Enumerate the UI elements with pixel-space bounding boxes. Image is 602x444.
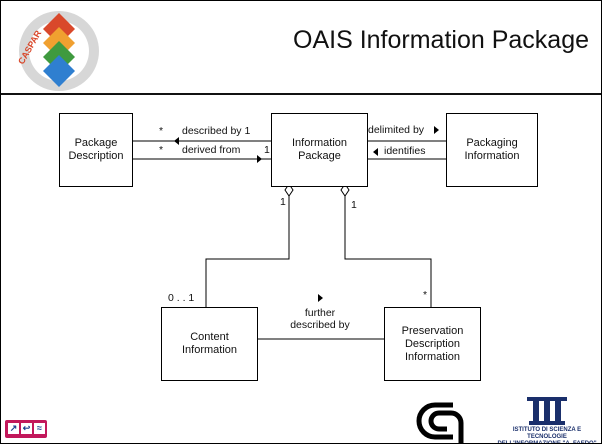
caspar-logo: CASPAR — [16, 11, 99, 91]
arrow-described-by-icon — [174, 137, 179, 145]
derived-from-label: derived from — [182, 144, 241, 156]
isti-logo: ISTITUTO DI SCIENZA E TECNOLOGIE DELL'IN… — [493, 393, 601, 443]
multiplicity-one-right: 1 — [351, 199, 357, 211]
further-described-by-label: further described by — [290, 307, 350, 331]
information-package-box: Information Package — [271, 113, 368, 187]
arrow-delimited-by-icon — [434, 126, 439, 134]
aggregation-diamond-right — [340, 183, 350, 197]
connector-pdi — [344, 196, 432, 307]
header-divider — [1, 93, 601, 95]
badge-glyph-3: ≈ — [34, 423, 45, 434]
package-description-label: Package Description — [68, 137, 124, 162]
information-package-label: Information Package — [291, 137, 348, 162]
preservation-description-information-box: Preservation Description Information — [384, 307, 481, 381]
package-description-box: Package Description — [59, 113, 133, 187]
packaging-information-label: Packaging Information — [464, 137, 520, 162]
arrow-identifies-icon — [373, 148, 378, 156]
star-mid-label: * — [159, 144, 164, 156]
star-top-label: * — [159, 125, 164, 137]
identifies-label: identifies — [384, 145, 426, 157]
isti-caption: ISTITUTO DI SCIENZA E TECNOLOGIE DELL'IN… — [497, 427, 597, 444]
cnr-logo — [416, 402, 464, 443]
star-pdi-label: * — [423, 289, 428, 301]
connector-content-information — [205, 196, 290, 307]
content-information-box: Content Information — [161, 307, 258, 381]
aggregation-diamond-left — [284, 183, 294, 197]
described-by-label: described by 1 — [182, 125, 251, 137]
footer-nav-badge[interactable]: ↗ ↩ ≈ — [5, 420, 47, 438]
content-information-label: Content Information — [181, 331, 238, 356]
delimited-by-label: delimited by — [368, 124, 425, 136]
multiplicity-one-left: 1 — [280, 196, 286, 208]
badge-glyph-2: ↩ — [21, 423, 32, 434]
arrow-further-described-icon — [318, 294, 323, 302]
multiplicity-zero-to-one: 0 . . 1 — [168, 292, 195, 304]
page-title: OAIS Information Package — [293, 26, 589, 54]
arrow-derived-from-icon — [257, 155, 262, 163]
packaging-information-box: Packaging Information — [446, 113, 538, 187]
header-bar — [1, 1, 601, 96]
derived-from-multiplicity: 1 — [264, 144, 270, 156]
isti-mark-icon — [527, 397, 567, 425]
preservation-description-information-label: Preservation Description Information — [401, 324, 464, 363]
badge-glyph-1: ↗ — [8, 423, 19, 434]
